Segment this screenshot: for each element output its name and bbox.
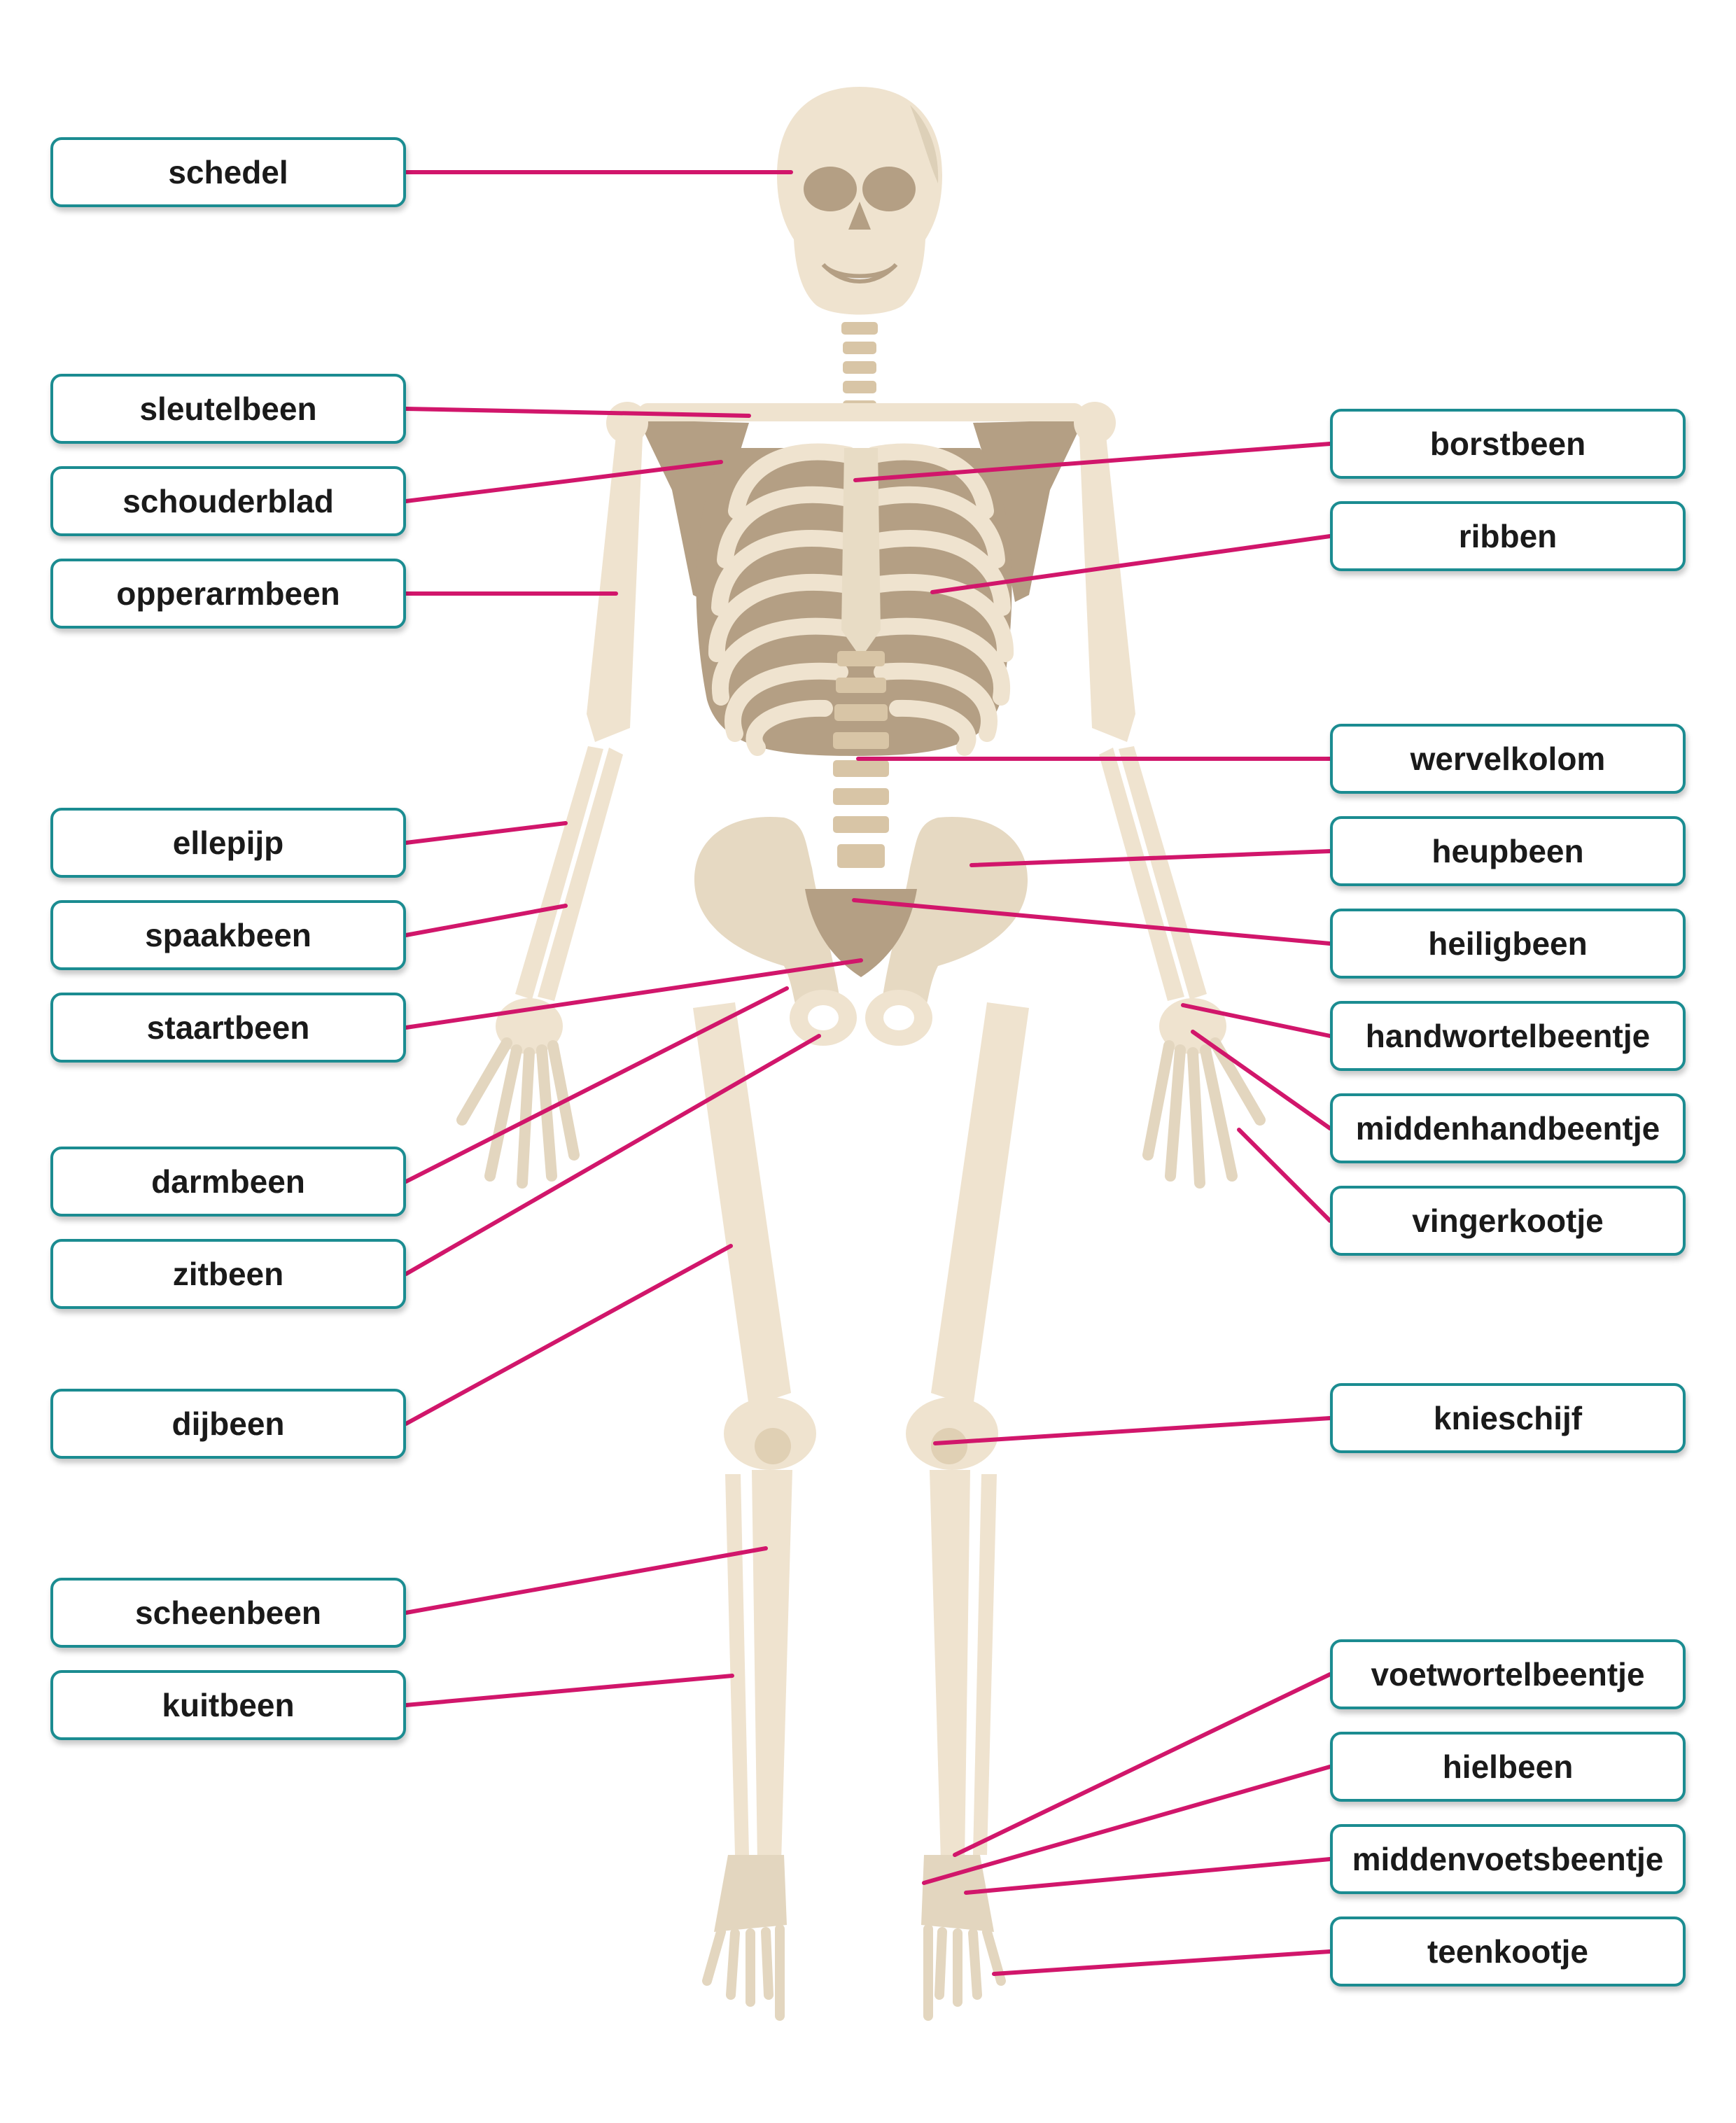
label-hielbeen: hielbeen	[1330, 1732, 1686, 1802]
label-schedel: schedel	[50, 137, 406, 207]
leader-lines	[404, 170, 1332, 1976]
label-voetwortelbeentje: voetwortelbeentje	[1330, 1639, 1686, 1709]
legs	[693, 1002, 1029, 1862]
label-middenvoetsbeentje: middenvoetsbeentje	[1330, 1824, 1686, 1894]
feet	[702, 1855, 1006, 2021]
leader-dijbeen	[404, 1244, 733, 1426]
label-text: opperarmbeen	[116, 575, 340, 612]
leader-hielbeen	[922, 1765, 1332, 1885]
leader-handwortelbeentje	[1181, 1003, 1332, 1038]
leader-middenvoetsbeentje	[964, 1857, 1332, 1895]
leader-schouderblad	[404, 460, 723, 503]
ribcage	[696, 443, 1014, 756]
leader-voetwortelbeentje	[953, 1672, 1332, 1857]
label-spaakbeen: spaakbeen	[50, 900, 406, 970]
label-text: dijbeen	[172, 1406, 285, 1442]
leader-ellepijp	[404, 821, 568, 845]
label-text: wervelkolom	[1410, 741, 1606, 777]
label-text: heiligbeen	[1428, 925, 1588, 962]
clavicle-bar	[638, 403, 1084, 421]
label-scheenbeen: scheenbeen	[50, 1578, 406, 1648]
label-teenkootje: teenkootje	[1330, 1917, 1686, 1987]
label-text: spaakbeen	[145, 917, 312, 953]
label-dijbeen: dijbeen	[50, 1389, 406, 1459]
leader-vingerkootje	[1237, 1128, 1332, 1223]
leader-spaakbeen	[404, 904, 568, 937]
sternum	[841, 448, 881, 658]
label-sleutelbeen: sleutelbeen	[50, 374, 406, 444]
label-knieschijf: knieschijf	[1330, 1383, 1686, 1453]
label-text: handwortelbeentje	[1365, 1018, 1651, 1054]
label-text: zitbeen	[172, 1256, 284, 1292]
leader-teenkootje	[992, 1949, 1332, 1976]
arms	[496, 402, 1226, 1054]
label-staartbeen: staartbeen	[50, 993, 406, 1063]
label-text: ellepijp	[172, 825, 284, 861]
label-text: vingerkootje	[1412, 1203, 1604, 1239]
lumbar-spine	[833, 651, 889, 868]
label-vingerkootje: vingerkootje	[1330, 1186, 1686, 1256]
label-text: middenhandbeentje	[1355, 1110, 1660, 1147]
label-handwortelbeentje: handwortelbeentje	[1330, 1001, 1686, 1071]
label-text: hielbeen	[1442, 1749, 1574, 1785]
label-text: scheenbeen	[135, 1595, 321, 1631]
label-text: sleutelbeen	[139, 391, 317, 427]
label-text: kuitbeen	[162, 1687, 295, 1723]
label-darmbeen: darmbeen	[50, 1147, 406, 1217]
label-text: knieschijf	[1433, 1400, 1583, 1436]
leader-staartbeen	[404, 958, 863, 1030]
leader-middenhandbeentje	[1191, 1030, 1332, 1130]
skull	[777, 87, 942, 315]
label-text: darmbeen	[151, 1163, 305, 1200]
label-opperarmbeen: opperarmbeen	[50, 559, 406, 629]
leader-heiligbeen	[852, 898, 1332, 946]
label-kuitbeen: kuitbeen	[50, 1670, 406, 1740]
hands	[456, 1037, 1266, 1189]
label-text: middenvoetsbeentje	[1352, 1841, 1664, 1877]
leader-darmbeen	[404, 986, 789, 1184]
skeleton-illustration	[456, 87, 1266, 2021]
label-schouderblad: schouderblad	[50, 466, 406, 536]
label-ellepijp: ellepijp	[50, 808, 406, 878]
label-heupbeen: heupbeen	[1330, 816, 1686, 886]
label-text: heupbeen	[1432, 833, 1584, 869]
label-text: schouderblad	[122, 483, 334, 519]
leader-scheenbeen	[404, 1546, 768, 1615]
label-heiligbeen: heiligbeen	[1330, 909, 1686, 979]
label-text: borstbeen	[1429, 426, 1586, 462]
leader-heupbeen	[969, 849, 1332, 867]
leader-zitbeen	[404, 1034, 821, 1276]
label-ribben: ribben	[1330, 501, 1686, 571]
leader-kuitbeen	[404, 1674, 734, 1707]
label-text: ribben	[1458, 518, 1558, 554]
neck-vertebrae	[841, 322, 878, 413]
label-text: teenkootje	[1427, 1933, 1589, 1970]
label-text: voetwortelbeentje	[1371, 1656, 1645, 1693]
label-text: staartbeen	[146, 1009, 310, 1046]
label-wervelkolom: wervelkolom	[1330, 724, 1686, 794]
leader-sleutelbeen	[404, 407, 751, 418]
leader-knieschijf	[933, 1416, 1332, 1445]
label-zitbeen: zitbeen	[50, 1239, 406, 1309]
label-borstbeen: borstbeen	[1330, 409, 1686, 479]
leader-ribben	[930, 534, 1332, 594]
label-text: schedel	[168, 154, 288, 190]
leader-borstbeen	[853, 442, 1332, 482]
label-middenhandbeentje: middenhandbeentje	[1330, 1093, 1686, 1163]
